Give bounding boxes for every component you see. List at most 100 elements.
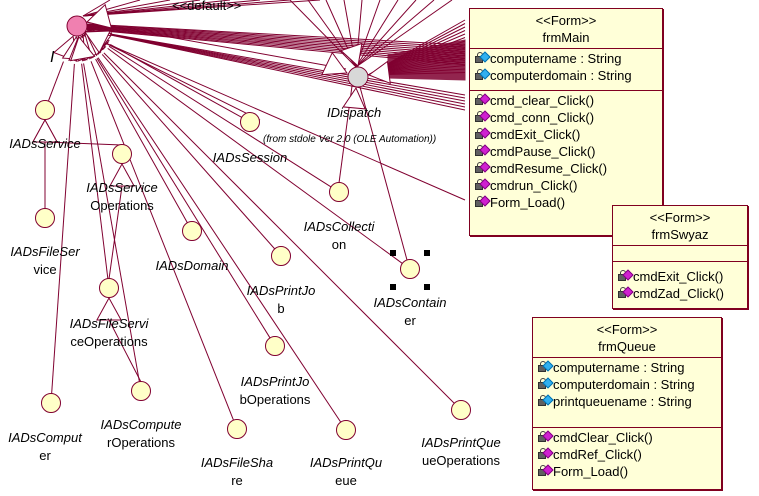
operation-row[interactable]: Form_Load() (474, 194, 660, 211)
realization-edge[interactable] (84, 32, 261, 121)
realization-edge[interactable] (84, 33, 466, 201)
realization-edge[interactable] (86, 29, 466, 111)
interface-iads[interactable]: I (50, 15, 88, 66)
realization-edge[interactable] (355, 0, 399, 68)
class-frmswyaz[interactable]: <<Form>> frmSwyaz cmdExit_Click() cmdZad… (612, 205, 748, 309)
realization-edge[interactable] (355, 0, 417, 68)
interface-iadssession[interactable]: IADsSession (213, 112, 287, 166)
operation-row[interactable]: cmdExit_Click() (474, 126, 660, 143)
generalization-edge-container-idispatch[interactable] (359, 86, 408, 261)
realization-edge[interactable] (82, 0, 111, 17)
realization-edge[interactable] (82, 0, 141, 17)
interface-lollipop-icon[interactable] (35, 208, 55, 228)
private-attribute-icon (474, 51, 491, 65)
class-frmmain[interactable]: <<Form>> frmMain computername : String c… (469, 8, 663, 236)
realization-edge[interactable] (86, 26, 466, 57)
operation-row[interactable]: cmdExit_Click() (617, 268, 745, 285)
realization-edge[interactable] (355, 0, 435, 68)
interface-lollipop-icon[interactable] (451, 400, 471, 420)
realization-edge[interactable] (86, 23, 466, 46)
selection-handle[interactable] (424, 250, 430, 256)
generalization-edge-iadsprintqueue[interactable] (97, 57, 342, 424)
interface-lollipop-icon[interactable] (66, 15, 88, 37)
generalization-edge-iadsfileserviceoperations[interactable] (81, 63, 109, 281)
generalization-arrowhead (321, 51, 348, 76)
attribute-row[interactable]: computerdomain : String (474, 67, 660, 84)
interface-lollipop-icon[interactable] (99, 278, 119, 298)
attribute-compartment: computername : String computerdomain : S… (470, 49, 662, 91)
interface-lollipop-icon[interactable] (400, 259, 420, 279)
private-operation-icon (537, 430, 554, 444)
generalization-edge-iadsdomain[interactable] (95, 58, 189, 225)
operation-row[interactable]: cmdZad_Click() (617, 285, 745, 302)
private-attribute-icon (537, 377, 554, 391)
selection-handle[interactable] (390, 250, 396, 256)
generalization-edge-iadsservice[interactable] (47, 61, 64, 103)
realization-edge[interactable] (86, 24, 466, 50)
realization-edge[interactable] (289, 0, 357, 68)
realization-edge[interactable] (86, 25, 466, 55)
attribute-row[interactable]: computername : String (474, 50, 660, 67)
interface-lollipop-icon[interactable] (35, 100, 55, 120)
class-frmqueue[interactable]: <<Form>> frmQueue computername : String … (532, 317, 722, 490)
generalization-edge-iadscomputeroperations[interactable] (108, 319, 142, 383)
interface-lollipop-icon[interactable] (182, 221, 202, 241)
private-operation-icon (474, 161, 491, 175)
interface-idispatch[interactable]: IDispatch (from stdole Ver 2.0 (OLE Auto… (263, 66, 436, 145)
generalization-edge-iadsprintqueueoperations[interactable] (103, 52, 456, 405)
attribute-row[interactable]: computername : String (537, 359, 719, 376)
interface-iadsservice[interactable]: IADsService (9, 100, 81, 152)
interface-lollipop-icon[interactable] (112, 144, 132, 164)
attribute-row[interactable]: printqueuename : String (537, 393, 719, 410)
generalization-edge-iadscollection[interactable] (108, 45, 333, 189)
realization-edge[interactable] (355, 0, 453, 68)
realization-edge[interactable] (86, 25, 466, 53)
selection-handle[interactable] (424, 284, 430, 290)
realization-edge[interactable] (86, 24, 466, 48)
generalization-edge-iadsprintjob[interactable] (101, 54, 277, 251)
generalization-edge-iadscontainer[interactable] (107, 47, 404, 265)
attribute-compartment: computername : String computerdomain : S… (533, 358, 721, 428)
operation-row[interactable]: cmdPause_Click() (474, 143, 660, 160)
operation-row[interactable]: cmd_clear_Click() (474, 92, 660, 109)
attribute-row[interactable]: computerdomain : String (537, 376, 719, 393)
interface-lollipop-icon[interactable] (41, 393, 61, 413)
operation-row[interactable]: cmd_conn_Click() (474, 109, 660, 126)
interface-lollipop-icon[interactable] (227, 419, 247, 439)
interface-lollipop-icon[interactable] (271, 246, 291, 266)
selection-handle[interactable] (390, 284, 396, 290)
generalization-edge-iadscomputer[interactable] (51, 63, 75, 396)
generalization-edge-iadscomputeroperations[interactable] (83, 63, 141, 384)
generalization-edge-iadsfileserviceoperations[interactable] (108, 185, 123, 280)
operation-row[interactable]: cmdrun_Click() (474, 177, 660, 194)
private-attribute-icon (537, 394, 554, 408)
operation-row[interactable]: cmdRef_Click() (537, 446, 719, 463)
interface-lollipop-icon[interactable] (265, 336, 285, 356)
interface-label-line2: on (332, 237, 346, 252)
interface-iadsdomain[interactable]: IADsDomain (156, 221, 229, 274)
interface-lollipop-icon[interactable] (336, 420, 356, 440)
interface-lollipop-icon[interactable] (347, 66, 369, 88)
operation-row[interactable]: cmdResume_Click() (474, 160, 660, 177)
generalization-edge-iadsprintjoboperations[interactable] (96, 58, 272, 340)
interface-lollipop-icon[interactable] (240, 112, 260, 132)
interface-lollipop-icon[interactable] (131, 381, 151, 401)
interface-lollipop-icon[interactable] (329, 182, 349, 202)
realization-edge[interactable] (82, 0, 321, 17)
operation-row[interactable]: Form_Load() (537, 463, 719, 480)
generalization-edge-iadsfileshare[interactable] (90, 61, 235, 422)
operation-row[interactable]: cmdClear_Click() (537, 429, 719, 446)
